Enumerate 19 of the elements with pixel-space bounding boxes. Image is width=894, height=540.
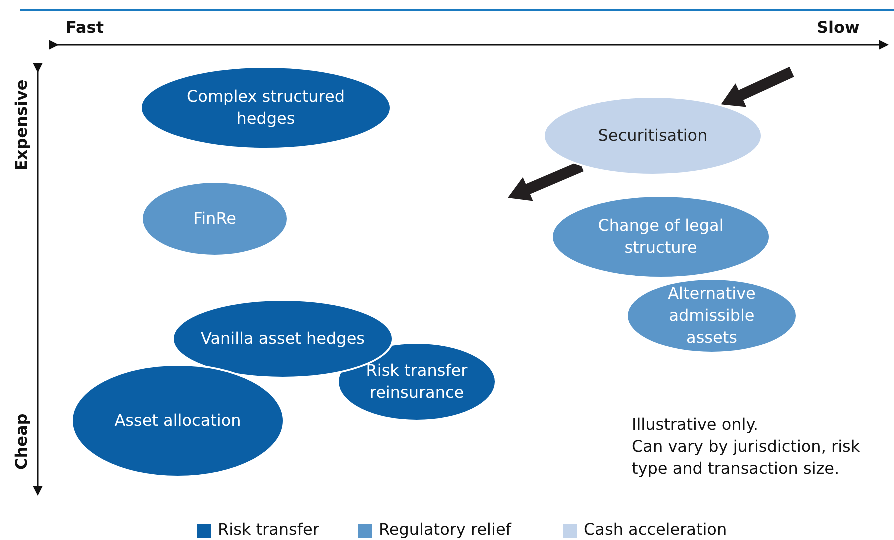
legend-label: Regulatory relief bbox=[379, 520, 512, 539]
legend-label: Risk transfer bbox=[218, 520, 320, 539]
axis-label: Expensive bbox=[12, 78, 31, 173]
bubble-label: Complex structured hedges bbox=[186, 86, 346, 130]
bubble-label: Vanilla asset hedges bbox=[200, 328, 366, 350]
axis-label: Slow bbox=[817, 18, 860, 37]
bubble-label: Alternative admissible assets bbox=[667, 283, 757, 349]
bubble-label: Change of legal structure bbox=[597, 215, 725, 259]
note-text: Can vary by jurisdiction, risk type and transaction size. bbox=[632, 436, 862, 480]
bubble-label: Securitisation bbox=[597, 125, 709, 147]
axis-label: Fast bbox=[66, 18, 104, 37]
block-arrow bbox=[721, 67, 794, 108]
bubble-label: FinRe bbox=[192, 208, 238, 230]
legend-label: Cash acceleration bbox=[584, 520, 728, 539]
note-text: Illustrative only. bbox=[632, 414, 759, 436]
bubble-label: Asset allocation bbox=[114, 410, 242, 432]
block-arrow bbox=[508, 161, 584, 202]
axis-label: Cheap bbox=[12, 412, 31, 472]
bubble-label: Risk transfer reinsurance bbox=[365, 360, 469, 404]
